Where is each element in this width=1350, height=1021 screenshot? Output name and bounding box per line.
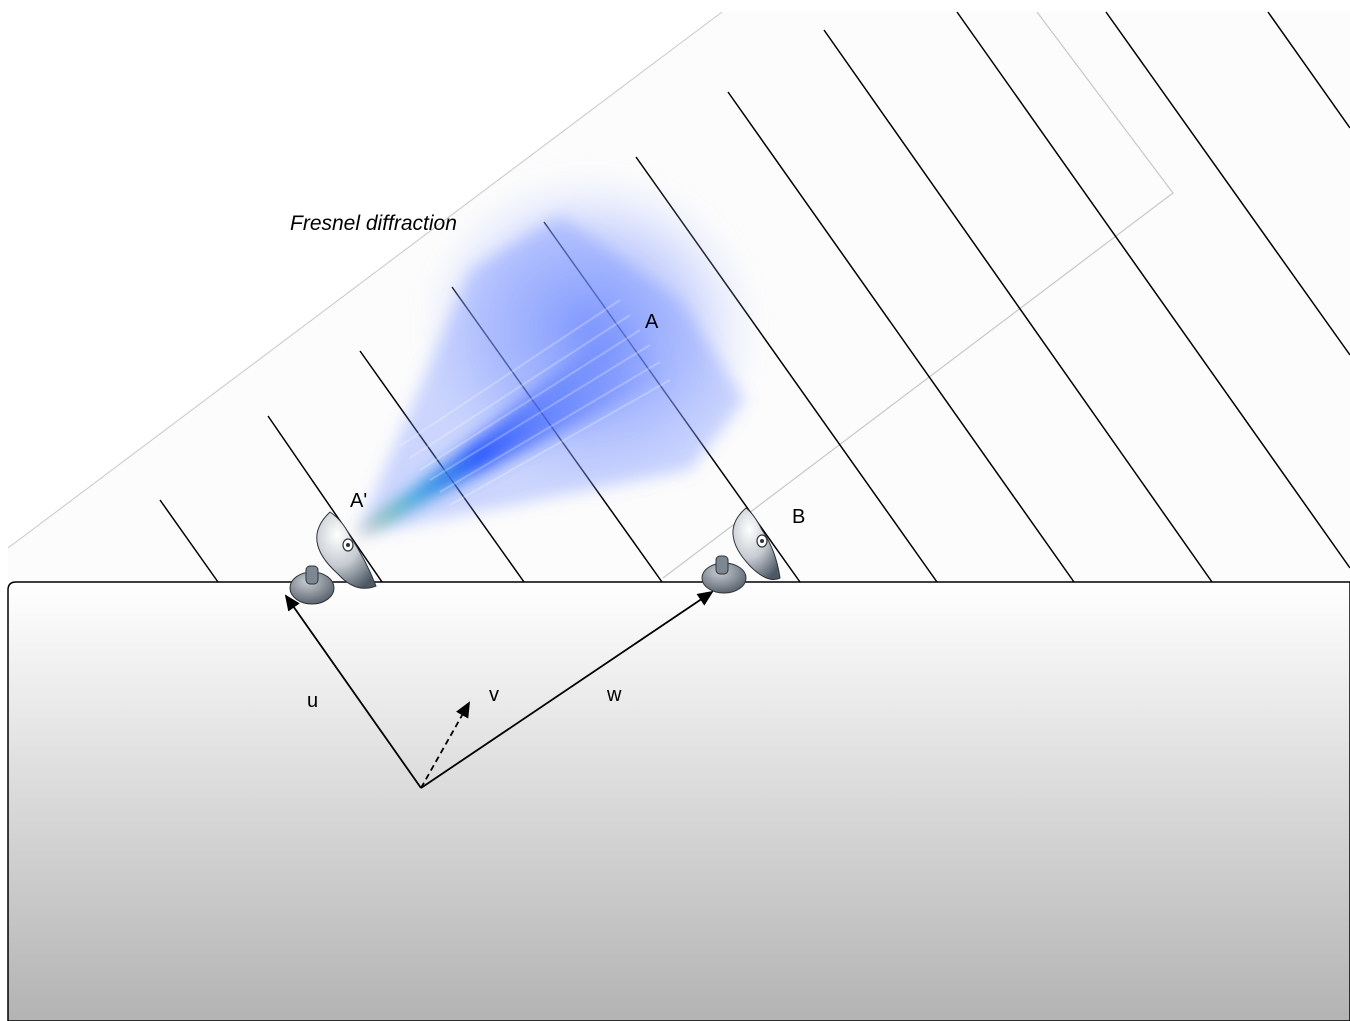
diffraction-beam: [356, 165, 765, 536]
vector-label-v: v: [489, 684, 499, 706]
wavefront-line: [1267, 11, 1350, 129]
wavefront-lines: [159, 11, 1350, 583]
plane-inner-edge: [662, 11, 1174, 579]
point-label-a: A: [645, 311, 659, 333]
vector-u-arrow: [284, 594, 422, 789]
point-label-b: B: [792, 506, 805, 528]
dish-antenna-icon-b: [701, 507, 781, 594]
point-label-a-prime: A': [350, 490, 367, 512]
ground-plane: [7, 581, 1350, 1021]
beam-cone: [356, 215, 745, 536]
wavefront-line: [1105, 11, 1350, 356]
vector-w-arrow: [420, 590, 714, 789]
wavefront-line: [727, 91, 1075, 583]
wavefront-line: [823, 29, 1213, 583]
wavefront-line: [956, 11, 1350, 569]
beam-core: [356, 318, 665, 536]
vector-v-arrow: [420, 701, 470, 789]
beam-fringes: [399, 299, 671, 506]
vector-label-u: u: [307, 690, 318, 712]
wavefront-line: [267, 415, 383, 583]
diagram-title: Fresnel diffraction: [290, 212, 457, 235]
plane-upper-edge: [7, 11, 723, 549]
dish-antenna-icon-a: [289, 511, 377, 605]
vector-label-w: w: [606, 684, 622, 706]
wavefront-line: [159, 499, 219, 583]
